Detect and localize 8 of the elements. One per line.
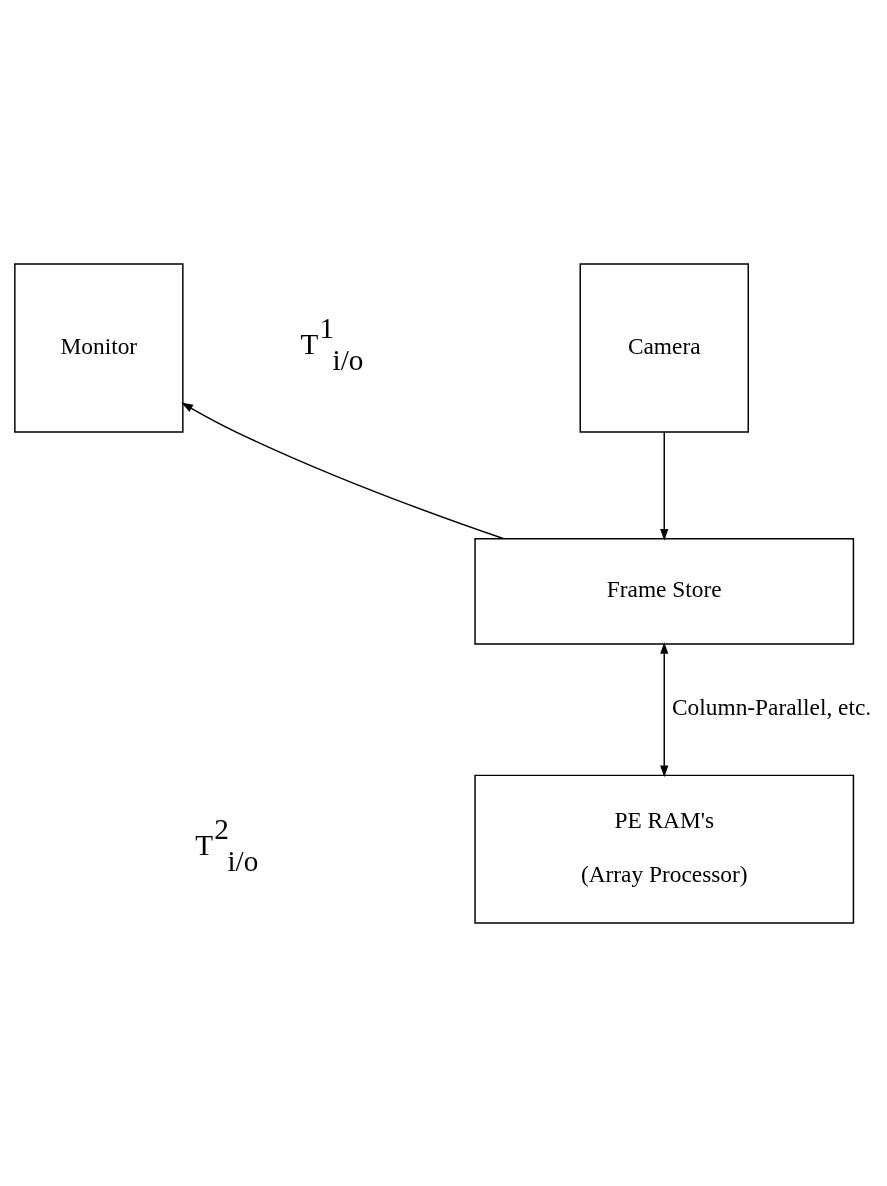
arrow: [659, 641, 668, 777]
arrow: [180, 402, 504, 539]
node-box: Monitor: [13, 262, 184, 433]
node-box: Frame Store: [473, 537, 854, 645]
edge-label: Column-Parallel, etc.: [671, 693, 871, 720]
node-box: PE RAM's (Array Processor): [473, 774, 854, 924]
arrow: [659, 431, 668, 541]
node-box: Camera: [579, 262, 749, 433]
